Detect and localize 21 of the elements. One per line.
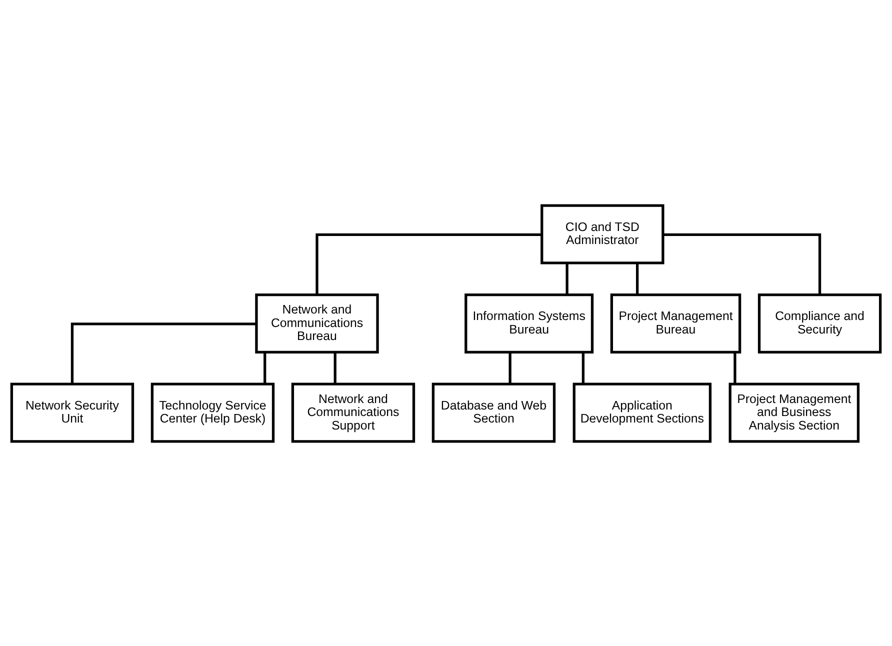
connector [316,232,542,294]
node-box: Information Systems Bureau [464,292,594,354]
connector [662,232,822,294]
node-box: CIO and TSD Administrator [540,204,664,264]
node-box: Application Development Sections [572,382,712,442]
connector [70,322,256,384]
node-box: Project Management and Business Analysis Section [728,382,860,442]
node-box: Technology Service Center (Help Desk) [150,382,275,442]
connector [264,352,266,384]
node-box: Compliance and Security [758,292,882,354]
connector [636,262,639,294]
node-box: Network and Communications Bureau [255,292,379,354]
connector [508,352,512,384]
connector [334,352,336,384]
node-box: Network Security Unit [10,382,134,442]
connector [566,262,568,294]
node-box: Project Management Bureau [610,292,742,354]
connector [734,352,736,384]
connector [582,352,584,384]
node-box: Network and Communications Support [291,382,416,442]
node-box: Database and Web Section [432,382,556,442]
